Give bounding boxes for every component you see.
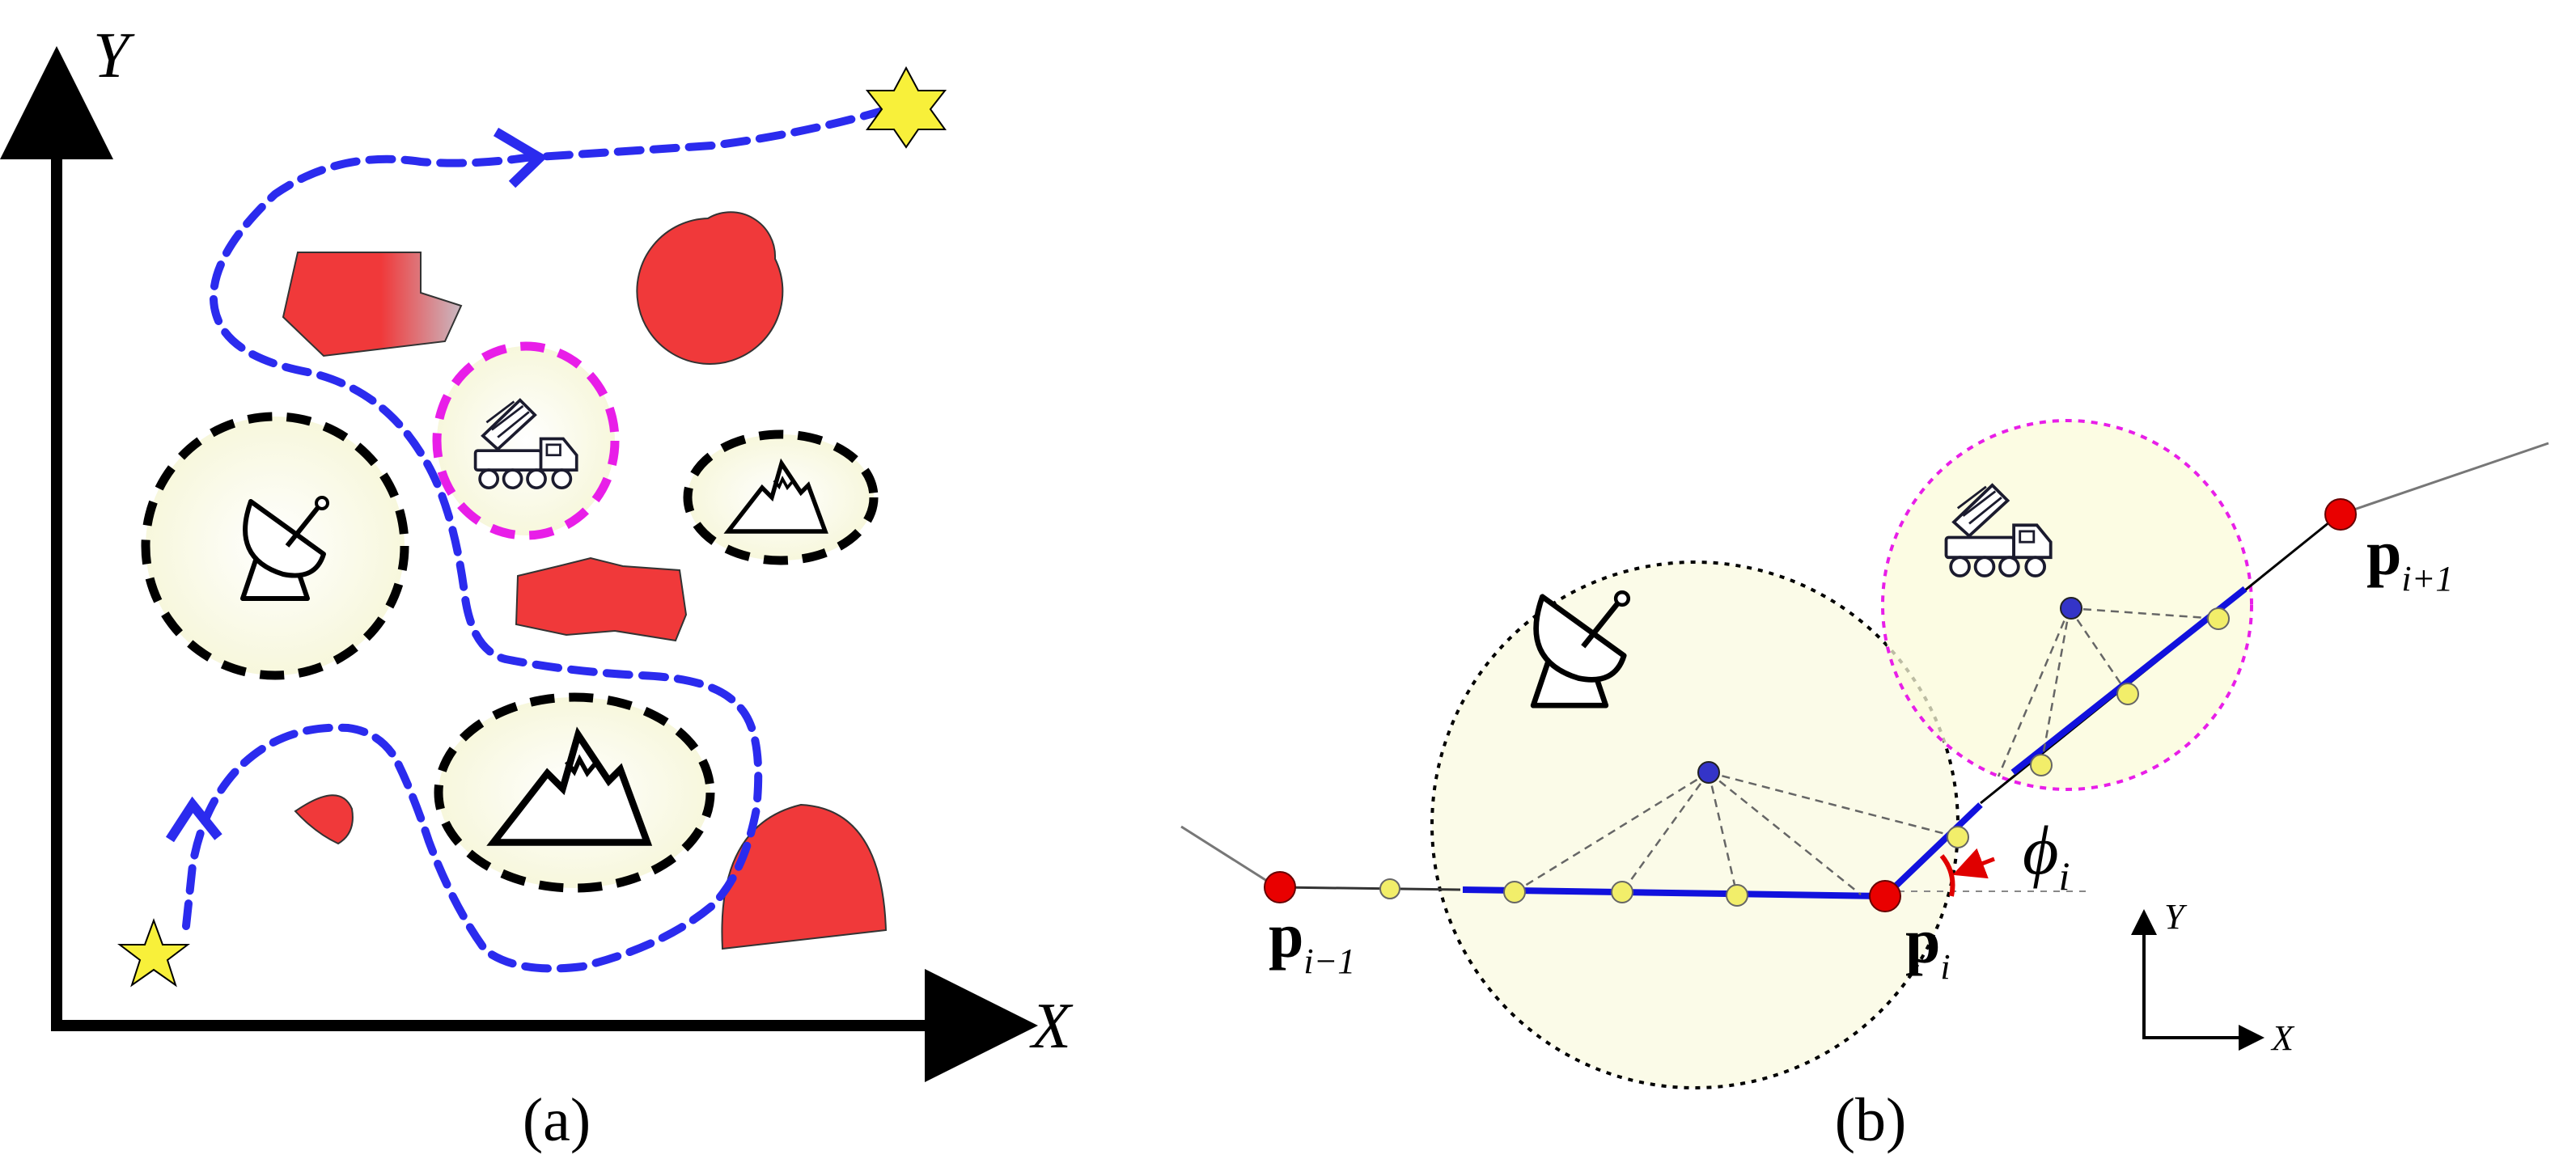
obstacle	[294, 794, 354, 845]
path-segment-thin	[1279, 886, 1461, 891]
mini-y-label: Y	[2164, 897, 2188, 937]
jammer-zone	[432, 341, 620, 540]
label-p-prev: pi−1	[1269, 900, 1355, 981]
threatened-segment	[1883, 802, 1983, 899]
caption-a: (a)	[523, 1086, 591, 1154]
waypoint-curr	[1869, 880, 1901, 912]
threat-connectors	[1514, 607, 2219, 896]
radar-center	[1697, 761, 1720, 784]
obstacle	[636, 211, 784, 365]
angle-label: ϕi	[2023, 811, 2070, 899]
path-segment-thin	[1180, 825, 1279, 890]
path-segment-thin	[2341, 442, 2549, 515]
label-p-curr: pi	[1905, 906, 1951, 987]
direction-chevron	[493, 127, 548, 188]
panel-a: Y X (a)	[0, 20, 1074, 1154]
mini-x-label: X	[2270, 1018, 2295, 1058]
planned-path	[182, 101, 906, 973]
x-axis-label: X	[1029, 991, 1074, 1062]
obstacle	[721, 803, 888, 950]
threatened-segment	[1462, 886, 1884, 899]
start-star-icon	[119, 920, 189, 986]
radar-threat-circle	[1430, 561, 1960, 1089]
label-p-next: pi+1	[2366, 518, 2453, 599]
y-axis-label: Y	[93, 20, 135, 91]
obstacle	[515, 556, 688, 642]
caption-b: (b)	[1835, 1086, 1907, 1154]
goal-star-icon	[865, 66, 947, 149]
waypoint-next	[2324, 498, 2357, 531]
sample-points	[1379, 607, 2230, 907]
threatened-segment	[2010, 586, 2248, 776]
turn-angle-arc	[1939, 854, 1955, 897]
direction-chevron	[165, 796, 222, 843]
panel-b: ϕi pi−1 pi pi+1 Y X (b)	[1180, 419, 2549, 1154]
jammer-center	[2060, 597, 2082, 620]
obstacle	[282, 252, 463, 357]
waypoint-prev	[1264, 871, 1296, 903]
angle-pointer	[1952, 848, 1995, 879]
